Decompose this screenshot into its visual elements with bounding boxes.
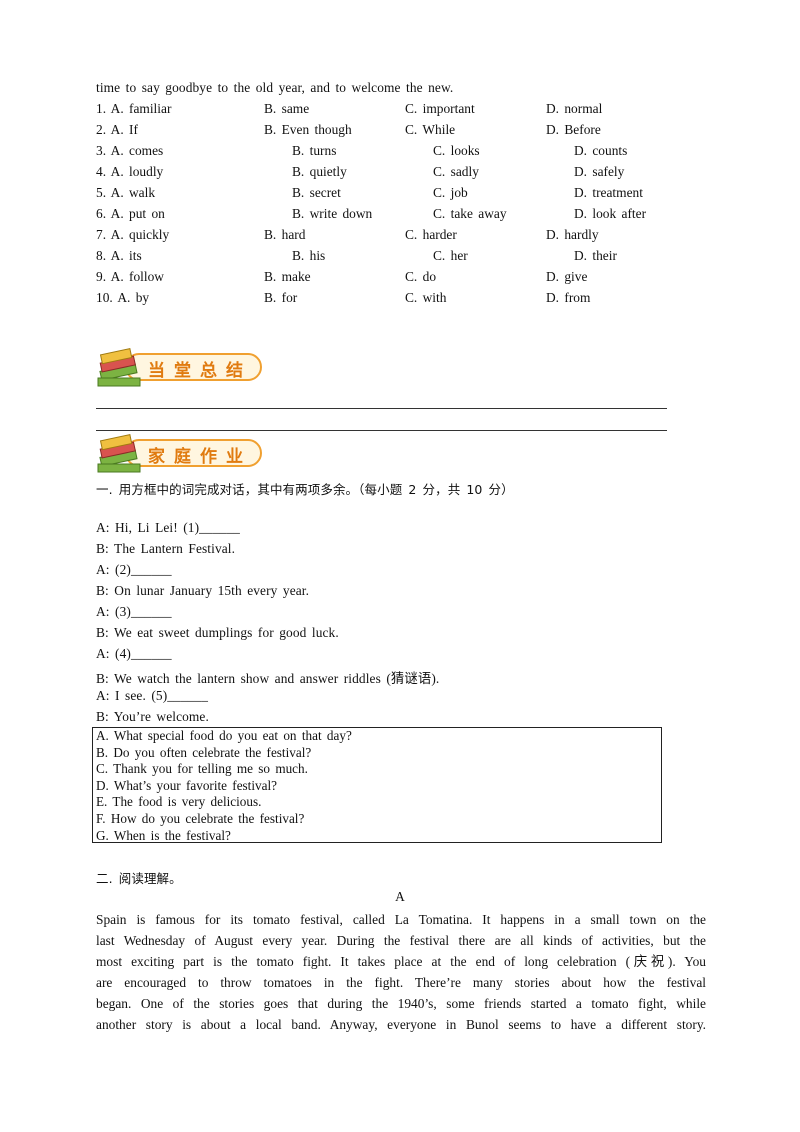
question-option-c: C. harder: [405, 227, 457, 242]
intro-line: time to say goodbye to the old year, and…: [96, 80, 454, 95]
passage-line: last Wednesday of August every year. Dur…: [96, 933, 706, 948]
summary-banner: 当堂总结: [96, 348, 266, 388]
books-icon: [97, 434, 262, 473]
question-option-d: D. from: [546, 290, 591, 305]
section1-title: 一. 用方框中的词完成对话，其中有两项多余。（每小题 2 分，共 10 分）: [96, 482, 514, 497]
dialogue-line: A: (3)______: [96, 604, 172, 619]
question-option-b: B. Even though: [264, 122, 352, 137]
dialogue-line: A: Hi, Li Lei! (1)______: [96, 520, 240, 535]
question-option-d: D. Before: [546, 122, 601, 137]
question-option-d: D. their: [574, 248, 617, 263]
question-option-c: C. job: [433, 185, 468, 200]
question-option-c: C. with: [405, 290, 447, 305]
option-item: E. The food is very delicious.: [96, 794, 262, 810]
question-option-b: B. for: [264, 290, 298, 305]
dialogue-line: B: On lunar January 15th every year.: [96, 583, 310, 598]
question-option-b: B. quietly: [292, 164, 347, 179]
option-item: A. What special food do you eat on that …: [96, 728, 352, 743]
question-option-a: 8. A. its: [96, 248, 142, 263]
passage-line: Spain is famous for its tomato festival,…: [96, 912, 706, 927]
question-option-d: D. normal: [546, 101, 603, 116]
option-item: B. Do you often celebrate the festival?: [96, 744, 312, 760]
option-item: D. What’s your favorite festival?: [96, 777, 277, 793]
passage-line: another story is about a local band. Any…: [96, 1017, 706, 1032]
question-option-b: B. make: [264, 269, 311, 284]
passage-label: A: [395, 889, 405, 904]
question-option-b: B. his: [292, 248, 326, 263]
question-option-b: B. same: [264, 101, 310, 116]
books-icon: [97, 348, 262, 387]
answer-line-2: [96, 430, 667, 431]
passage-line: began. One of the stories goes that duri…: [96, 996, 706, 1011]
question-option-a: 3. A. comes: [96, 143, 164, 158]
question-option-c: C. important: [405, 101, 475, 116]
question-option-d: D. look after: [574, 206, 647, 221]
option-item: G. When is the festival?: [96, 827, 231, 843]
homework-banner-label: 家庭作业: [148, 447, 252, 467]
dialogue-line: B: The Lantern Festival.: [96, 541, 236, 556]
question-option-c: C. her: [433, 248, 468, 263]
dialogue-line: B: We eat sweet dumplings for good luck.: [96, 625, 339, 640]
options-box: [92, 727, 662, 843]
question-option-a: 2. A. If: [96, 122, 138, 137]
dialogue-line: B: You’re welcome.: [96, 709, 209, 724]
question-option-a: 7. A. quickly: [96, 227, 170, 242]
question-option-a: 5. A. walk: [96, 185, 156, 200]
passage-line: most exciting part is the tomato fight. …: [96, 954, 706, 969]
question-option-c: C. take away: [433, 206, 507, 221]
answer-line-1: [96, 408, 667, 409]
question-option-b: B. hard: [264, 227, 306, 242]
question-option-d: D. treatment: [574, 185, 643, 200]
question-option-a: 10. A. by: [96, 290, 150, 305]
question-option-c: C. do: [405, 269, 437, 284]
question-option-a: 9. A. follow: [96, 269, 164, 284]
question-option-c: C. sadly: [433, 164, 479, 179]
question-option-c: C. While: [405, 122, 456, 137]
dialogue-line: A: (2)______: [96, 562, 172, 577]
question-option-a: 1. A. familiar: [96, 101, 172, 116]
dialogue-line: A: I see. (5)______: [96, 688, 209, 703]
question-option-b: B. secret: [292, 185, 341, 200]
question-option-b: B. turns: [292, 143, 337, 158]
question-option-d: D. safely: [574, 164, 625, 179]
question-option-c: C. looks: [433, 143, 480, 158]
section2-title: 二. 阅读理解。: [96, 871, 182, 886]
dialogue-line: A: (4)______: [96, 646, 172, 661]
question-option-a: 4. A. loudly: [96, 164, 164, 179]
option-item: C. Thank you for telling me so much.: [96, 761, 308, 777]
passage-line: are encouraged to throw tomatoes in the …: [96, 975, 706, 990]
homework-banner: 家庭作业: [96, 434, 266, 474]
summary-banner-label: 当堂总结: [148, 361, 252, 381]
question-option-d: D. hardly: [546, 227, 599, 242]
question-option-d: D. give: [546, 269, 588, 284]
option-item: F. How do you celebrate the festival?: [96, 811, 305, 826]
question-option-b: B. write down: [292, 206, 373, 221]
question-option-d: D. counts: [574, 143, 628, 158]
question-option-a: 6. A. put on: [96, 206, 165, 221]
dialogue-line: B: We watch the lantern show and answer …: [96, 671, 440, 686]
